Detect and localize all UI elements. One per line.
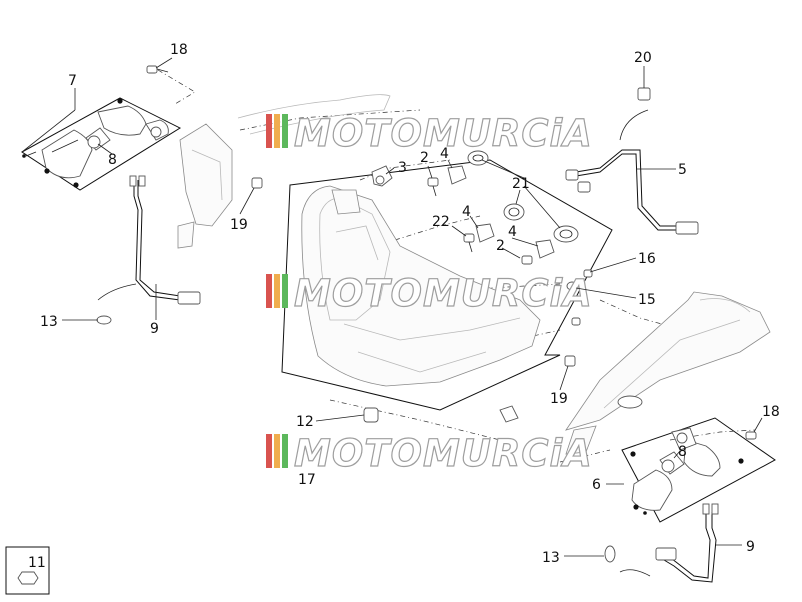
upper-fairing-edge	[237, 94, 391, 135]
screw-18-right	[745, 431, 757, 440]
callout-labels: 18 7 8 19 3 2 4 21 20 5 22 4 2 4 16 15 1…	[28, 42, 780, 571]
group-box-headlight	[281, 159, 613, 411]
watermark-bottom: MOTOMURCiA	[266, 431, 593, 476]
bulb-right	[659, 451, 685, 475]
cable-clip-left	[96, 283, 137, 325]
screw-22	[463, 233, 475, 253]
screw-2-upper	[427, 177, 439, 197]
wiring-harness-left	[129, 175, 201, 305]
fixing-point	[117, 98, 123, 104]
cable-clip-right	[604, 545, 651, 577]
nut-19-right	[564, 355, 576, 367]
turn-signal-housing-right	[671, 427, 721, 477]
grommet-21-lower	[553, 225, 579, 243]
bulb-left	[85, 127, 111, 151]
bulb-socket-lower	[535, 239, 555, 259]
callout-12: 12	[296, 414, 314, 430]
turn-signal-lens-right	[631, 469, 673, 511]
callout-18-left: 18	[170, 42, 188, 58]
screw-2-lower	[521, 255, 533, 265]
callout-9-right: 9	[746, 539, 755, 555]
watermark-top: MOTOMURCiA	[266, 111, 593, 156]
headlight-bracket-left	[177, 123, 233, 249]
callout-3: 3	[398, 160, 407, 176]
side-fairing-panel-right	[565, 291, 771, 455]
screw-small-right	[571, 317, 581, 326]
grommet-21-upper	[467, 150, 489, 166]
callout-6: 6	[592, 477, 601, 493]
callout-8-left: 8	[108, 152, 117, 168]
watermark-text: MOTOMURCiA	[294, 272, 593, 315]
callout-18-right: 18	[762, 404, 780, 420]
washer-15	[566, 281, 578, 291]
callout-4-middle: 4	[462, 204, 471, 220]
callout-15: 15	[638, 292, 656, 308]
callout-21: 21	[512, 176, 530, 192]
group-box-left-turn-signal	[21, 97, 182, 191]
callout-7: 7	[68, 73, 77, 89]
nut-20	[619, 87, 651, 141]
wiring-harness-right-lower	[655, 503, 719, 583]
callout-5: 5	[678, 162, 687, 178]
screw-18-left	[146, 65, 169, 74]
callout-4-upper: 4	[440, 146, 449, 162]
fixing-point	[738, 458, 744, 464]
bulb-socket-4-middle	[475, 223, 495, 243]
watermark-middle: MOTOMURCiA	[266, 271, 593, 316]
callout-19-right: 19	[550, 391, 568, 407]
callout-8-right: 8	[678, 444, 687, 460]
wiring-harness-right	[565, 149, 699, 235]
fixing-point	[22, 154, 26, 158]
fixing-point	[643, 511, 647, 515]
callout-11: 11	[28, 555, 46, 571]
nut-19-left	[251, 177, 263, 189]
callout-17: 17	[298, 472, 316, 488]
callout-13-right: 13	[542, 550, 560, 566]
grommet-21-middle	[503, 203, 525, 221]
grommet-12	[363, 407, 379, 423]
callout-4-lower: 4	[508, 224, 517, 240]
callout-22: 22	[432, 214, 450, 230]
headlight-assembly	[301, 185, 541, 387]
callout-13-left: 13	[40, 314, 58, 330]
callout-19-left: 19	[230, 217, 248, 233]
fixing-point	[44, 168, 50, 174]
turn-signal-housing-left	[97, 105, 169, 141]
bulb-socket-4-upper	[447, 165, 467, 185]
fixing-point	[630, 451, 636, 457]
fixing-point	[73, 182, 79, 188]
leader-lines	[21, 57, 763, 557]
clip-bottom	[499, 405, 519, 423]
item-11-box	[5, 546, 50, 595]
bulb-3	[371, 165, 393, 187]
callout-9-left: 9	[150, 321, 159, 337]
callout-2-lower: 2	[496, 238, 505, 254]
callout-16: 16	[638, 251, 656, 267]
callout-2-upper: 2	[420, 150, 429, 166]
fixing-point	[633, 504, 639, 510]
watermark-text: MOTOMURCiA	[294, 432, 593, 475]
callout-20: 20	[634, 50, 652, 66]
watermark-text: MOTOMURCiA	[294, 112, 593, 155]
turn-signal-lens-left	[41, 129, 93, 179]
